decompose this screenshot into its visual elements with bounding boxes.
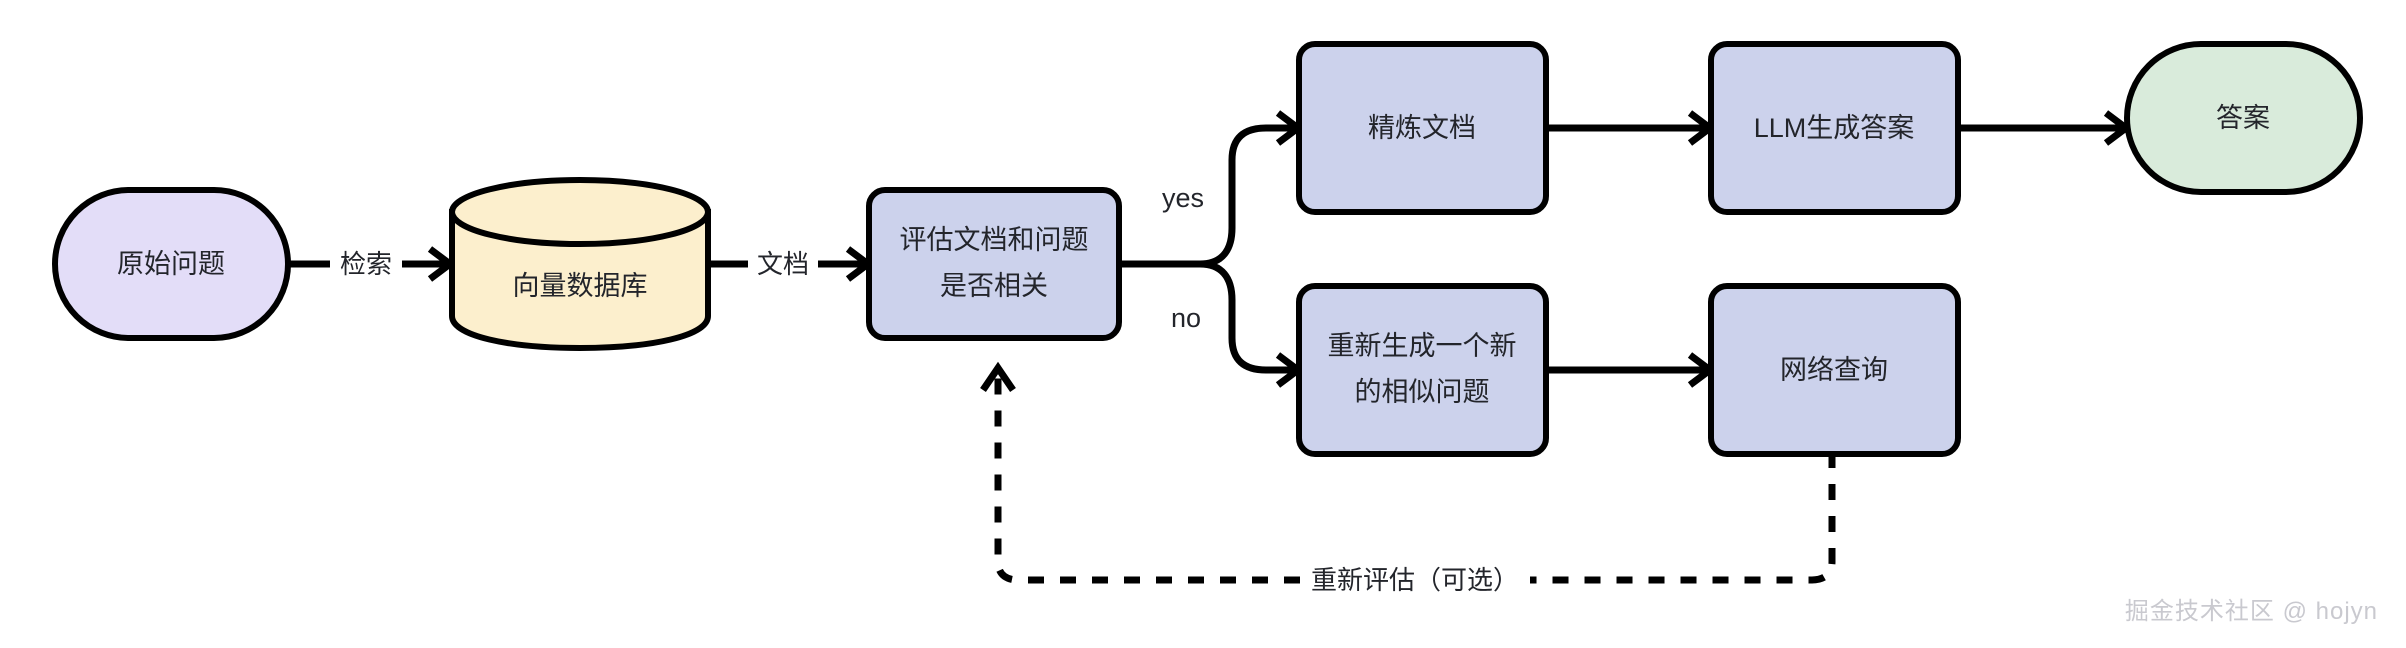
node-label-llm-generate-answer: LLM生成答案 [1754, 113, 1915, 143]
node-shape-cylinder-top [449, 177, 711, 247]
node-label-answer: 答案 [2216, 103, 2270, 133]
node-vector-database[interactable]: 向量数据库 [449, 177, 711, 352]
node-refine-document[interactable]: 精炼文档 [1296, 41, 1549, 215]
node-label-vector-database: 向量数据库 [513, 271, 648, 301]
edge-path-feedback-left [994, 372, 1300, 584]
edge-evaluate-no: no [1171, 260, 1304, 388]
edge-path-yes [1199, 124, 1296, 268]
branch-label-no: no [1171, 303, 1201, 333]
arrowhead-icon [980, 361, 1016, 392]
node-shape-rect [1708, 283, 1961, 457]
node-label-regenerate-line1: 重新生成一个新 [1328, 331, 1517, 361]
edge-path-no [1199, 260, 1296, 374]
node-answer[interactable]: 答案 [2124, 41, 2363, 195]
watermark: 掘金技术社区 @ hojyn [2124, 598, 2378, 625]
node-label-refine-document: 精炼文档 [1368, 113, 1476, 143]
node-label-web-search: 网络查询 [1780, 355, 1888, 385]
edge-path-feedback-right [1530, 452, 1836, 584]
edge-evaluate-yes: yes [1162, 110, 1304, 268]
edge-db-to-evaluate: 文档 [708, 246, 874, 282]
node-web-search[interactable]: 网络查询 [1708, 283, 1961, 457]
node-evaluate-relevance[interactable]: 评估文档和问题 是否相关 [866, 187, 1122, 341]
node-label-original-question: 原始问题 [117, 249, 225, 279]
node-shape-cylinder-body [449, 209, 711, 352]
branch-label-yes: yes [1162, 183, 1204, 213]
edge-llm-to-answer [1958, 110, 2132, 146]
edge-question-to-db: 检索 [288, 246, 456, 282]
node-shape-rect [1708, 41, 1961, 215]
edge-refine-to-llm [1546, 110, 1716, 146]
node-shape-stadium [52, 187, 291, 341]
node-shape-rect [1296, 283, 1549, 457]
edge-label-retrieve: 检索 [340, 249, 392, 279]
edge-regenerate-to-web [1546, 352, 1716, 388]
node-label-regenerate-line2: 的相似问题 [1355, 377, 1490, 407]
node-original-question[interactable]: 原始问题 [52, 187, 291, 341]
node-llm-generate-answer[interactable]: LLM生成答案 [1708, 41, 1961, 215]
node-regenerate-similar-question[interactable]: 重新生成一个新 的相似问题 [1296, 283, 1549, 457]
node-shape-rect [1296, 41, 1549, 215]
edge-label-reevaluate: 重新评估（可选） [1311, 565, 1519, 595]
edge-web-to-evaluate: 重新评估（可选） [980, 361, 1836, 595]
node-label-evaluate-relevance-line1: 评估文档和问题 [900, 225, 1089, 255]
node-shape-stadium [2124, 41, 2363, 195]
node-shape-rect [866, 187, 1122, 341]
edge-label-document: 文档 [757, 249, 809, 279]
node-label-evaluate-relevance-line2: 是否相关 [940, 271, 1048, 301]
